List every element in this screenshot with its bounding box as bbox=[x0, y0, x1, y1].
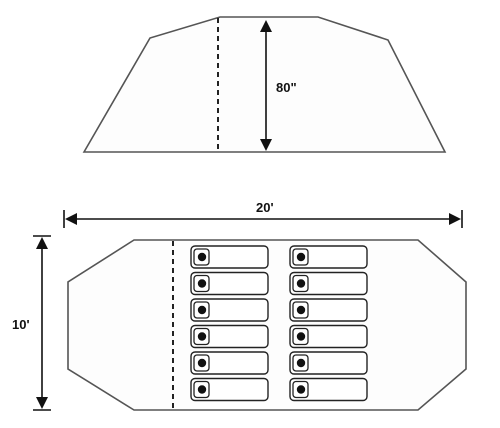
head-icon bbox=[296, 305, 306, 315]
sleeping-bag bbox=[289, 351, 368, 375]
head-icon bbox=[197, 252, 207, 262]
width-arrow-up-icon bbox=[36, 237, 48, 249]
side-view: 80" bbox=[82, 16, 447, 153]
sleeping-bag-body bbox=[289, 298, 368, 322]
sleeping-bag-body bbox=[289, 271, 368, 296]
sleeping-bag bbox=[289, 245, 368, 269]
height-dimension: 80" bbox=[260, 20, 297, 151]
sleeping-bag-body bbox=[289, 324, 368, 349]
sleeping-bag bbox=[190, 377, 269, 402]
sleeping-bag bbox=[190, 271, 269, 296]
head-icon bbox=[197, 279, 207, 288]
width-label: 10' bbox=[12, 317, 30, 332]
head-icon bbox=[197, 305, 207, 315]
sleeping-bag-body bbox=[190, 377, 269, 402]
sleeping-bag-body bbox=[289, 245, 368, 269]
length-arrow-right-icon bbox=[449, 213, 461, 225]
sleeping-bag-grid bbox=[190, 245, 368, 402]
sleeping-bag bbox=[289, 377, 368, 402]
sleeping-bag-body bbox=[190, 245, 269, 269]
head-icon bbox=[296, 332, 306, 341]
sleeping-bag-body bbox=[190, 298, 269, 322]
sleeping-bag bbox=[289, 271, 368, 296]
length-dimension: 20' bbox=[63, 200, 463, 228]
height-arrow-up-icon bbox=[260, 20, 272, 32]
head-icon bbox=[296, 358, 306, 368]
width-arrow-down-icon bbox=[36, 397, 48, 409]
sleeping-bag bbox=[190, 324, 269, 349]
height-label: 80" bbox=[276, 80, 297, 95]
floor-plan: 20' 10' bbox=[12, 200, 467, 411]
length-label: 20' bbox=[256, 200, 274, 215]
sleeping-bag-body bbox=[190, 351, 269, 375]
head-icon bbox=[197, 385, 207, 394]
sleeping-bag bbox=[289, 298, 368, 322]
sleeping-bag bbox=[190, 351, 269, 375]
sleeping-bag-body bbox=[289, 377, 368, 402]
head-icon bbox=[296, 252, 306, 262]
head-icon bbox=[296, 279, 306, 288]
sleeping-bag-body bbox=[289, 351, 368, 375]
width-dimension: 10' bbox=[12, 235, 51, 411]
sleeping-bag-body bbox=[190, 324, 269, 349]
length-arrow-left-icon bbox=[65, 213, 77, 225]
sleeping-bag bbox=[289, 324, 368, 349]
sleeping-bag bbox=[190, 298, 269, 322]
sleeping-bag bbox=[190, 245, 269, 269]
sleeping-bag-body bbox=[190, 271, 269, 296]
side-view-outline bbox=[82, 16, 447, 153]
head-icon bbox=[296, 385, 306, 394]
height-arrow-down-icon bbox=[260, 139, 272, 151]
head-icon bbox=[197, 358, 207, 368]
head-icon bbox=[197, 332, 207, 341]
